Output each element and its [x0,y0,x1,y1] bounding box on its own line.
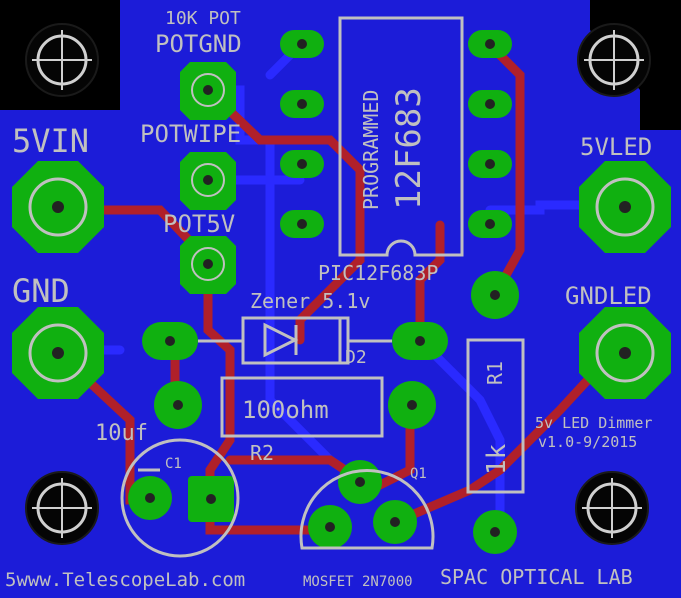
r1-value-label: 1k [482,443,512,475]
vin-label: 5VIN [12,122,89,160]
pad-gnd [10,305,106,401]
silkscreen-outlines [120,316,525,558]
pot-pads [180,62,236,294]
q1-outline [299,469,435,550]
gnd-label: GND [12,272,70,310]
r2-outline [220,376,384,438]
gndled-label: GNDLED [565,282,652,310]
r1-label: R1 [483,361,507,385]
pad-5vin [10,159,106,255]
website-label: 5www.TelescopeLab.com [5,569,245,591]
cap-value-label: 10uf [95,421,148,446]
pot-title-label: 10K POT [165,8,241,29]
zener-label: Zener 5.1v [250,289,370,313]
pad-gndled [577,305,673,401]
chip-pad-holes [297,39,495,229]
mounting-hole-top-right [576,22,652,98]
chip-programmed-label: PROGRAMMED [359,90,383,210]
mosfet-label: MOSFET 2N7000 [303,574,413,590]
dimmer-title-label: 5v LED Dimmer [535,414,652,432]
mounting-hole-bottom-left [24,470,100,546]
mounting-hole-top-left [24,22,100,98]
potwipe-label: POTWIPE [140,120,241,148]
chip-name-label: PIC12F683P [318,261,438,285]
potgnd-label: POTGND [155,30,242,58]
q1-label: Q1 [410,466,427,482]
mounting-hole-bottom-right [574,470,650,546]
pot5v-label: POT5V [163,210,235,238]
chip-part-label: 12F683 [389,87,429,210]
chip-outline [338,16,464,257]
dimmer-version-label: v1.0-9/2015 [538,433,637,451]
r2-value-label: 100ohm [242,396,329,424]
r2-label: R2 [250,441,274,465]
d2-label: D2 [345,347,367,368]
r1-outline [466,338,525,494]
lab-label: SPAC OPTICAL LAB [440,565,633,589]
pad-5vled [577,159,673,255]
vled-label: 5VLED [580,133,652,161]
misc-pad-holes [145,290,500,537]
c1-outline [120,438,240,558]
c1-label: C1 [165,456,182,472]
